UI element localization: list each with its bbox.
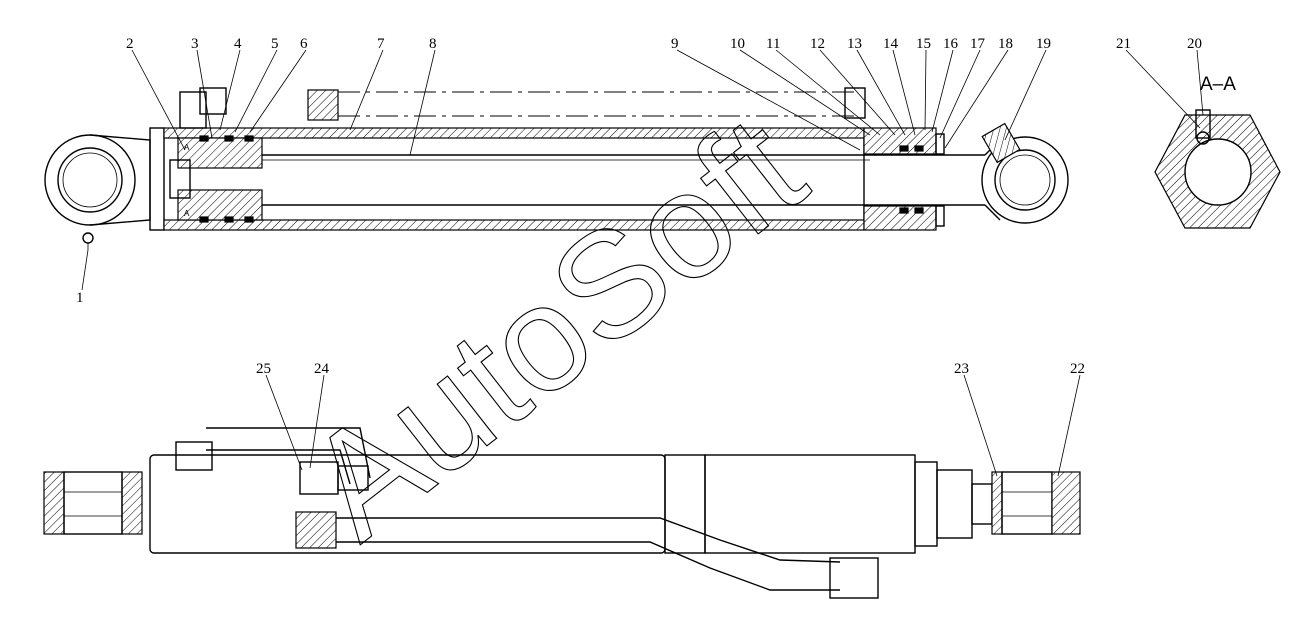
barrel-front: [704, 454, 916, 554]
callout-9: 9: [671, 36, 679, 52]
gland: [863, 127, 945, 231]
cylinder-section-view: A A: [44, 87, 1069, 250]
callouts: 1 2 3 4 5 6 7 8 9 10 11 12 13 14 15 16 1…: [76, 36, 1202, 377]
barrel-band: [664, 454, 706, 554]
rear-bearing: [43, 471, 143, 535]
callout-12: 12: [810, 36, 825, 52]
rod-eye: [981, 122, 1069, 224]
callout-11: 11: [766, 36, 780, 52]
watermark: AutoSoft: [276, 84, 833, 571]
callout-4: 4: [234, 36, 242, 52]
callout-14: 14: [883, 36, 899, 52]
front-port-fitting: [829, 557, 879, 599]
rear-head: [149, 127, 165, 231]
external-tube: [307, 87, 866, 121]
rod-stub: [936, 469, 973, 539]
piston-rod: [262, 154, 985, 206]
rear-port-fitting: [179, 87, 227, 129]
section-mark-lower: A: [184, 209, 190, 218]
callout-7: 7: [377, 36, 385, 52]
callout-24: 24: [314, 361, 330, 377]
callout-1: 1: [76, 290, 84, 306]
section-label: A–A: [1200, 74, 1236, 95]
callout-22: 22: [1070, 361, 1085, 377]
callout-8: 8: [429, 36, 437, 52]
callout-21: 21: [1116, 36, 1131, 52]
leader-lines: [81, 49, 1204, 477]
callout-16: 16: [943, 36, 959, 52]
piston: A A: [169, 135, 263, 223]
callout-13: 13: [847, 36, 862, 52]
callout-15: 15: [916, 36, 931, 52]
callout-19: 19: [1036, 36, 1051, 52]
gland-outer: [914, 461, 938, 547]
callout-5: 5: [271, 36, 279, 52]
section-a-a: A–A: [1154, 74, 1281, 229]
callout-17: 17: [970, 36, 986, 52]
callout-25: 25: [256, 361, 271, 377]
lower-tube: [295, 511, 879, 599]
rear-eye: [44, 134, 151, 250]
callout-10: 10: [730, 36, 745, 52]
callout-2: 2: [126, 36, 134, 52]
section-mark-upper: A: [184, 143, 190, 152]
cylinder-outline-view: [43, 427, 1081, 599]
callout-18: 18: [998, 36, 1013, 52]
callout-23: 23: [954, 361, 969, 377]
callout-20: 20: [1187, 36, 1202, 52]
front-bearing: [971, 471, 1081, 535]
elbow-fitting: [175, 427, 371, 495]
callout-3: 3: [191, 36, 199, 52]
callout-6: 6: [300, 36, 308, 52]
